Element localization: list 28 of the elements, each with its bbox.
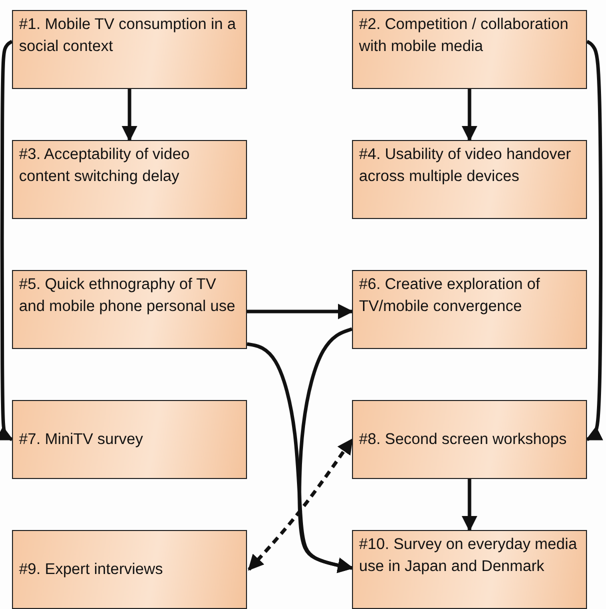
arrow: [298, 327, 354, 574]
process-box: [12, 270, 247, 349]
box-label: #5. Quick ethnography of TV and mobile phone personal use: [19, 275, 236, 317]
box-label: #10. Survey on everyday media use in Japan and Denmark: [359, 535, 578, 577]
process-box: [352, 270, 587, 349]
box-label: #9. Expert interviews: [19, 560, 163, 580]
process-box: [12, 530, 247, 609]
process-box: [12, 400, 247, 479]
box-label: #8. Second screen workshops: [359, 430, 567, 450]
process-box: [12, 10, 247, 89]
arrow: [248, 438, 354, 571]
process-box: [352, 140, 587, 219]
box-label: #7. MiniTV survey: [19, 430, 144, 450]
box-label: #3. Acceptability of video content switching delay: [19, 145, 191, 187]
arrow: [0, 40, 14, 442]
arrow: [586, 40, 604, 442]
box-label: #1. Mobile TV consumption in a social context: [19, 15, 237, 57]
box-label: #4. Usability of video handover across multiple devices: [359, 145, 572, 187]
box-label: #2. Competition / collaboration with mobile media: [359, 15, 570, 57]
arrow: [247, 304, 354, 320]
arrow: [462, 479, 478, 532]
box-label: #6. Creative exploration of TV/mobile convergence: [359, 275, 541, 317]
process-box: [352, 400, 587, 479]
arrow: [122, 89, 138, 142]
process-box: [352, 10, 587, 89]
process-box: [12, 140, 247, 219]
arrow: [462, 89, 478, 142]
process-box: [352, 530, 587, 609]
